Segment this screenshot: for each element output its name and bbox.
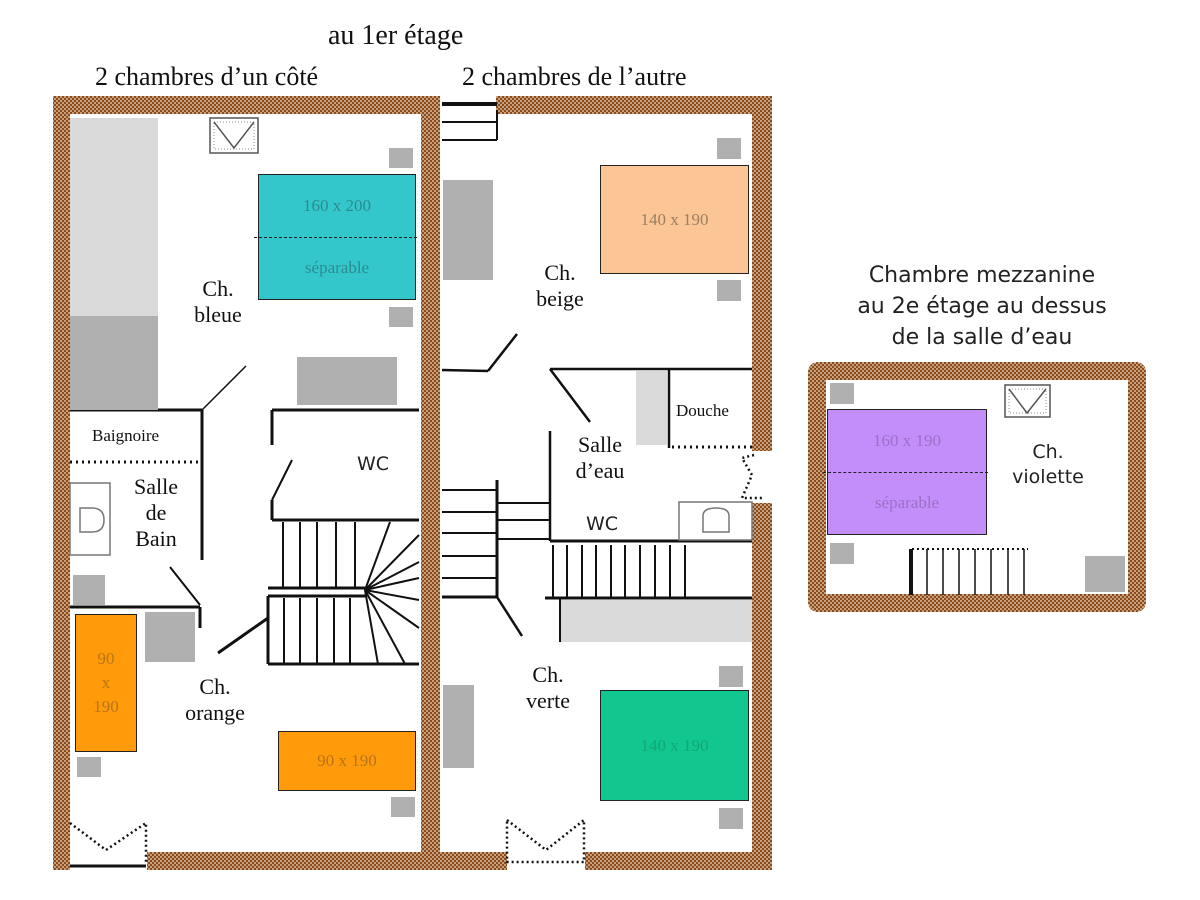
wardrobe-light [70, 118, 158, 316]
room-label-salle-de-bain: Salle de Bain [134, 474, 178, 551]
desk [297, 357, 397, 405]
nightstand [389, 148, 413, 168]
wardrobe [443, 685, 474, 768]
label-douche: Douche [676, 401, 729, 420]
separator-dashed [254, 236, 417, 238]
right-subtitle: 2 chambres de l’autre [462, 62, 687, 91]
bed-violette: 160 x 190 séparable [823, 409, 988, 535]
shower-shelf [636, 371, 667, 445]
page-title: au 1er étage [328, 20, 464, 51]
nightstand [719, 666, 743, 687]
nightstand [389, 307, 413, 327]
nightstand [719, 808, 743, 829]
room-label-salle-d-eau: Salle d’eau [575, 432, 625, 483]
room-label-verte: Ch. verte [526, 662, 570, 713]
label-wc-left: WC [357, 453, 390, 475]
nightstand [830, 543, 854, 564]
room-label-orange: Ch. orange [185, 674, 245, 725]
right-unit-walls [440, 96, 772, 870]
bed-orange-single-1: 90 x 190 [75, 614, 137, 752]
separator-dashed [823, 471, 988, 473]
bed-beige: 140 x 190 [600, 165, 749, 274]
bed-orange-single-2: 90 x 190 [278, 731, 416, 791]
nightstand [830, 383, 854, 404]
mezzanine-title: Chambre mezzanine au 2e étage au dessus … [857, 263, 1107, 350]
label-baignoire: Baignoire [92, 426, 160, 445]
dresser [1085, 556, 1125, 592]
left-staircase [217, 521, 420, 666]
room-label-violette: Ch. violette [1012, 441, 1084, 488]
nightstand [717, 138, 741, 159]
bed-bleue: 160 x 200 séparable [254, 174, 417, 300]
right-staircase [442, 480, 752, 642]
left-unit-walls [53, 96, 440, 870]
nightstand [717, 280, 741, 301]
room-label-bleue: Ch. bleue [194, 276, 242, 327]
bed-verte: 140 x 190 [600, 690, 749, 801]
nightstand [391, 797, 415, 817]
room-label-beige: Ch. beige [536, 260, 584, 311]
label-wc-right: WC [586, 513, 619, 535]
nightstand [77, 757, 101, 777]
dresser [145, 612, 195, 662]
storage-under-stair [561, 600, 752, 642]
nightstand [73, 575, 105, 605]
left-subtitle: 2 chambres d’un côté [95, 62, 319, 91]
wardrobe [443, 180, 493, 280]
wardrobe-dark [70, 316, 158, 410]
